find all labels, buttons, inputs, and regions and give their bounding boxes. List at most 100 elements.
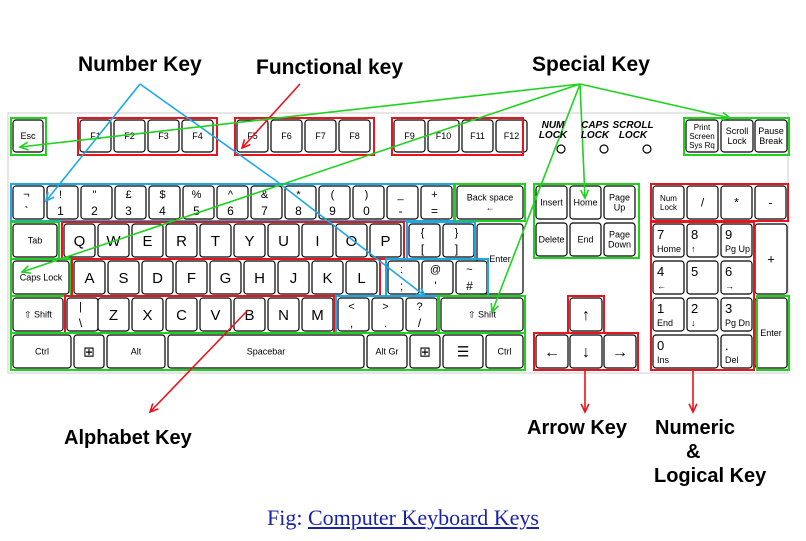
- key-number-2[interactable]: "2: [80, 185, 113, 220]
- key-h[interactable]: H: [243, 260, 276, 295]
- key-l[interactable]: L: [345, 260, 378, 295]
- key-f3[interactable]: F3: [147, 119, 180, 153]
- key-number-10[interactable]: )0: [352, 185, 385, 220]
- key-bottom-symbol-2[interactable]: ?/: [405, 297, 438, 332]
- key-t[interactable]: T: [199, 223, 232, 258]
- key-k[interactable]: K: [311, 260, 344, 295]
- key-numpad-4[interactable]: 4←: [652, 260, 685, 295]
- key-j[interactable]: J: [277, 260, 310, 295]
- key-nav-end[interactable]: End: [569, 222, 602, 257]
- key-u[interactable]: U: [267, 223, 300, 258]
- key-number-7[interactable]: &7: [250, 185, 283, 220]
- key-ctrl-left[interactable]: Ctrl: [12, 334, 72, 369]
- key-g[interactable]: G: [209, 260, 242, 295]
- key-arrow-up[interactable]: ↑: [569, 297, 603, 332]
- key-f9[interactable]: F9: [393, 119, 426, 153]
- key-number-12[interactable]: +=: [420, 185, 453, 220]
- key-bracket-1[interactable]: }]: [442, 223, 475, 258]
- key-nav-insert[interactable]: Insert: [535, 185, 568, 220]
- key-bottom-symbol-1[interactable]: >.: [371, 297, 404, 332]
- key-z[interactable]: Z: [97, 297, 130, 332]
- key-home-symbol-2[interactable]: ~#: [455, 260, 488, 295]
- key-alt[interactable]: Alt: [106, 334, 166, 369]
- key-arrow-down[interactable]: ↓: [569, 334, 603, 369]
- key-f[interactable]: F: [175, 260, 208, 295]
- key-numpad-6[interactable]: 6→: [720, 260, 753, 295]
- key-a[interactable]: A: [73, 260, 106, 295]
- key-numpad-enter[interactable]: Enter: [754, 297, 788, 369]
- key-o[interactable]: O: [335, 223, 368, 258]
- key-r[interactable]: R: [165, 223, 198, 258]
- alphabet-key-arrow-head: [148, 403, 159, 414]
- key-numpad-3[interactable]: 3Pg Dn: [720, 297, 753, 332]
- key-number-0[interactable]: ¬`: [12, 185, 45, 220]
- key-number-3[interactable]: £3: [114, 185, 147, 220]
- key-f8[interactable]: F8: [338, 119, 371, 153]
- key-arrow-right[interactable]: →: [603, 334, 637, 369]
- key-alt-gr[interactable]: Alt Gr: [366, 334, 408, 369]
- key-number-5[interactable]: %5: [182, 185, 215, 220]
- key-q[interactable]: Q: [63, 223, 96, 258]
- key-x[interactable]: X: [131, 297, 164, 332]
- key-tab[interactable]: Tab: [12, 223, 58, 258]
- key-f7[interactable]: F7: [304, 119, 337, 153]
- key-shift-left[interactable]: ⇧ Shift: [12, 297, 64, 332]
- key-menu[interactable]: ☰: [442, 334, 484, 369]
- key-n[interactable]: N: [267, 297, 300, 332]
- key-windows-left[interactable]: ⊞: [73, 334, 105, 369]
- key-pipe[interactable]: |\: [66, 297, 99, 332]
- key-f6[interactable]: F6: [270, 119, 303, 153]
- key-caps-lock[interactable]: Caps Lock: [12, 260, 70, 295]
- key-arrow-left[interactable]: ←: [535, 334, 569, 369]
- key-s[interactable]: S: [107, 260, 140, 295]
- key-home-symbol-0[interactable]: :;: [387, 260, 420, 295]
- key-ctrl-right[interactable]: Ctrl: [485, 334, 524, 369]
- key-esc[interactable]: Esc: [12, 119, 44, 153]
- key-numpad-9[interactable]: 9Pg Up: [720, 223, 753, 258]
- key-p[interactable]: P: [369, 223, 402, 258]
- key-numpad-top-2[interactable]: *: [720, 185, 753, 220]
- key-y[interactable]: Y: [233, 223, 266, 258]
- key-f11[interactable]: F11: [461, 119, 494, 153]
- key-f12[interactable]: F12: [495, 119, 528, 153]
- key-f10[interactable]: F10: [427, 119, 460, 153]
- key-i[interactable]: I: [301, 223, 334, 258]
- key-shift-right[interactable]: ⇧ Shift: [440, 297, 524, 332]
- key-bracket-0[interactable]: {[: [408, 223, 441, 258]
- key-b[interactable]: B: [233, 297, 266, 332]
- key-backspace[interactable]: Back space←: [456, 185, 524, 220]
- key-number-11[interactable]: _-: [386, 185, 419, 220]
- key-numpad-5[interactable]: 5: [686, 260, 719, 295]
- key-numpad-plus[interactable]: +: [754, 223, 788, 295]
- key-bottom-symbol-0[interactable]: <,: [337, 297, 370, 332]
- key-number-1[interactable]: !1: [46, 185, 79, 220]
- key-number-4[interactable]: $4: [148, 185, 181, 220]
- key-home-symbol-1[interactable]: @': [421, 260, 454, 295]
- caption-link[interactable]: Computer Keyboard Keys: [308, 505, 539, 530]
- key-nav-delete[interactable]: Delete: [535, 222, 568, 257]
- key-numpad-8[interactable]: 8↑: [686, 223, 719, 258]
- key-number-6[interactable]: ^6: [216, 185, 249, 220]
- key-windows-right[interactable]: ⊞: [409, 334, 441, 369]
- key-d[interactable]: D: [141, 260, 174, 295]
- key-nav-home[interactable]: Home: [569, 185, 602, 220]
- key-m[interactable]: M: [301, 297, 334, 332]
- key-c[interactable]: C: [165, 297, 198, 332]
- key-number-9[interactable]: (9: [318, 185, 351, 220]
- key-numpad-top-1[interactable]: /: [686, 185, 719, 220]
- key-number-1-top-label: !: [59, 189, 62, 201]
- key-v[interactable]: V: [199, 297, 232, 332]
- key-e-label-0: E: [142, 233, 152, 250]
- key-numpad-dot[interactable]: .Del: [720, 334, 753, 369]
- key-numpad-2[interactable]: 2↓: [686, 297, 719, 332]
- key-numpad-top-3[interactable]: -: [754, 185, 787, 220]
